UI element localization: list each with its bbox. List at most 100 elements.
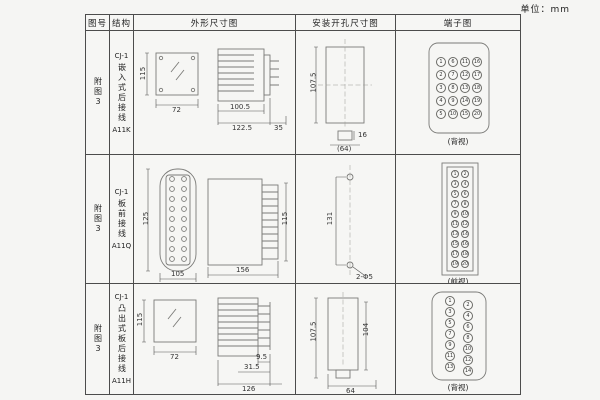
terminal-circle: 17 <box>451 250 459 258</box>
dim-label: 64 <box>346 387 355 395</box>
structure-label: 嵌入式后接线 <box>117 62 127 123</box>
fig-no: 附图3 <box>93 323 103 355</box>
front-view <box>153 299 197 343</box>
terminal-circle: 12 <box>460 70 470 80</box>
terminal-circle: 19 <box>451 260 459 268</box>
dimension-lines <box>142 299 282 386</box>
view-label: (背视) <box>447 383 469 392</box>
terminal-circle: 9 <box>448 96 458 106</box>
terminal-circle: 5 <box>445 318 455 328</box>
model-label: CJ-1 <box>114 293 129 301</box>
terminal-circle: 7 <box>445 329 455 339</box>
install-drawing <box>314 292 377 389</box>
structure-cell: CJ-1 凸出式板后接线 A11H <box>110 284 134 394</box>
dimension-lines <box>145 52 287 125</box>
dimension-lines <box>314 46 360 146</box>
install-drawing-cell: 107.5 16 (64) <box>296 31 396 154</box>
terminal-circle: 18 <box>472 83 482 93</box>
terminal-circle: 18 <box>461 250 469 258</box>
terminal-circle: 9 <box>451 210 459 218</box>
terminal-circle: 12 <box>461 220 469 228</box>
terminal-circle: 4 <box>463 311 473 321</box>
terminal-circle: 16 <box>472 57 482 67</box>
terminal-circle: 13 <box>445 362 455 372</box>
view-label: (背视) <box>447 137 469 146</box>
terminal-circle: 19 <box>472 96 482 106</box>
header-install: 安装开孔尺寸图 <box>296 15 396 30</box>
terminal-circle: 10 <box>448 109 458 119</box>
model-label: CJ-1 <box>114 188 129 196</box>
terminal-circle: 10 <box>463 344 473 354</box>
centerlines <box>318 39 372 129</box>
header-terminal: 端子图 <box>443 18 473 29</box>
side-view <box>207 178 279 266</box>
dim-label: 107.5 <box>309 72 318 93</box>
terminal-circle: 14 <box>463 366 473 376</box>
terminal-circle: 16 <box>461 240 469 248</box>
dim-label: 31.5 <box>244 363 260 371</box>
install-drawing-cell: 107.5 104 64 <box>296 284 396 394</box>
side-view <box>217 48 279 102</box>
terminal-circle: 6 <box>463 322 473 332</box>
dim-label: 115 <box>281 211 290 226</box>
terminal-circle: 4 <box>461 180 469 188</box>
terminal-diagram <box>431 291 487 381</box>
dim-label: 126 <box>242 385 256 393</box>
code-label: A11H <box>112 377 131 385</box>
dim-label: 100.5 <box>230 103 251 111</box>
dim-label: 16 <box>358 131 367 139</box>
terminal-circle: 2 <box>461 170 469 178</box>
dimension-lines <box>146 168 288 282</box>
terminal-circle: 9 <box>445 340 455 350</box>
fig-no: 附图3 <box>93 203 103 235</box>
table-row: 附图3 CJ-1 板前接线 A11Q <box>86 155 520 284</box>
terminal-circle: 4 <box>436 96 446 106</box>
dim-label: 125 <box>142 211 151 226</box>
terminal-circle: 20 <box>461 260 469 268</box>
terminal-circle: 1 <box>451 170 459 178</box>
dim-label: 122.5 <box>232 124 253 132</box>
outline-drawing <box>146 168 288 282</box>
dim-label: 131 <box>326 211 335 226</box>
outline-drawing-cell: 115 72 100.5 122.5 35 <box>134 31 296 154</box>
terminal-circle: 1 <box>445 296 455 306</box>
dimension-table: 图号 结构 外形尺寸图 安装开孔尺寸图 端子图 附图3 CJ-1 嵌入式后接线 … <box>85 14 521 395</box>
terminal-circle: 10 <box>461 210 469 218</box>
structure-cell: CJ-1 嵌入式后接线 A11K <box>110 31 134 154</box>
terminal-circle: 8 <box>463 333 473 343</box>
install-drawing-cell: 131 2-Φ5 <box>296 155 396 283</box>
dim-label: 115 <box>136 312 145 327</box>
dim-label: 107.5 <box>309 321 318 342</box>
terminal-circle: 14 <box>460 96 470 106</box>
outline-drawing <box>145 48 287 125</box>
front-view <box>155 52 199 96</box>
outline-drawing <box>142 297 282 386</box>
terminal-circle: 7 <box>451 200 459 208</box>
outline-drawing-cell: 115 72 9.5 31.5 126 <box>134 284 296 394</box>
dim-label: 2-Φ5 <box>356 273 373 281</box>
terminal-circle: 17 <box>472 70 482 80</box>
unit-label: 单位：mm <box>520 5 570 15</box>
terminal-circle: 3 <box>445 307 455 317</box>
terminal-circle: 13 <box>460 83 470 93</box>
dim-label: 72 <box>170 353 179 361</box>
terminal-circle: 13 <box>451 230 459 238</box>
model-label: CJ-1 <box>114 51 129 60</box>
view-label: (前视) <box>447 277 469 283</box>
terminal-circle: 15 <box>460 109 470 119</box>
terminal-circle: 8 <box>461 200 469 208</box>
terminal-diagram <box>441 162 479 276</box>
terminal-circle: 2 <box>463 300 473 310</box>
fig-no: 附图3 <box>93 77 103 108</box>
dim-label: (64) <box>337 145 352 153</box>
terminal-circle: 8 <box>448 83 458 93</box>
install-drawing <box>335 165 365 277</box>
header-outline: 外形尺寸图 <box>134 15 296 30</box>
terminal-circle: 3 <box>436 83 446 93</box>
fig-no-cell: 附图3 <box>86 155 110 283</box>
